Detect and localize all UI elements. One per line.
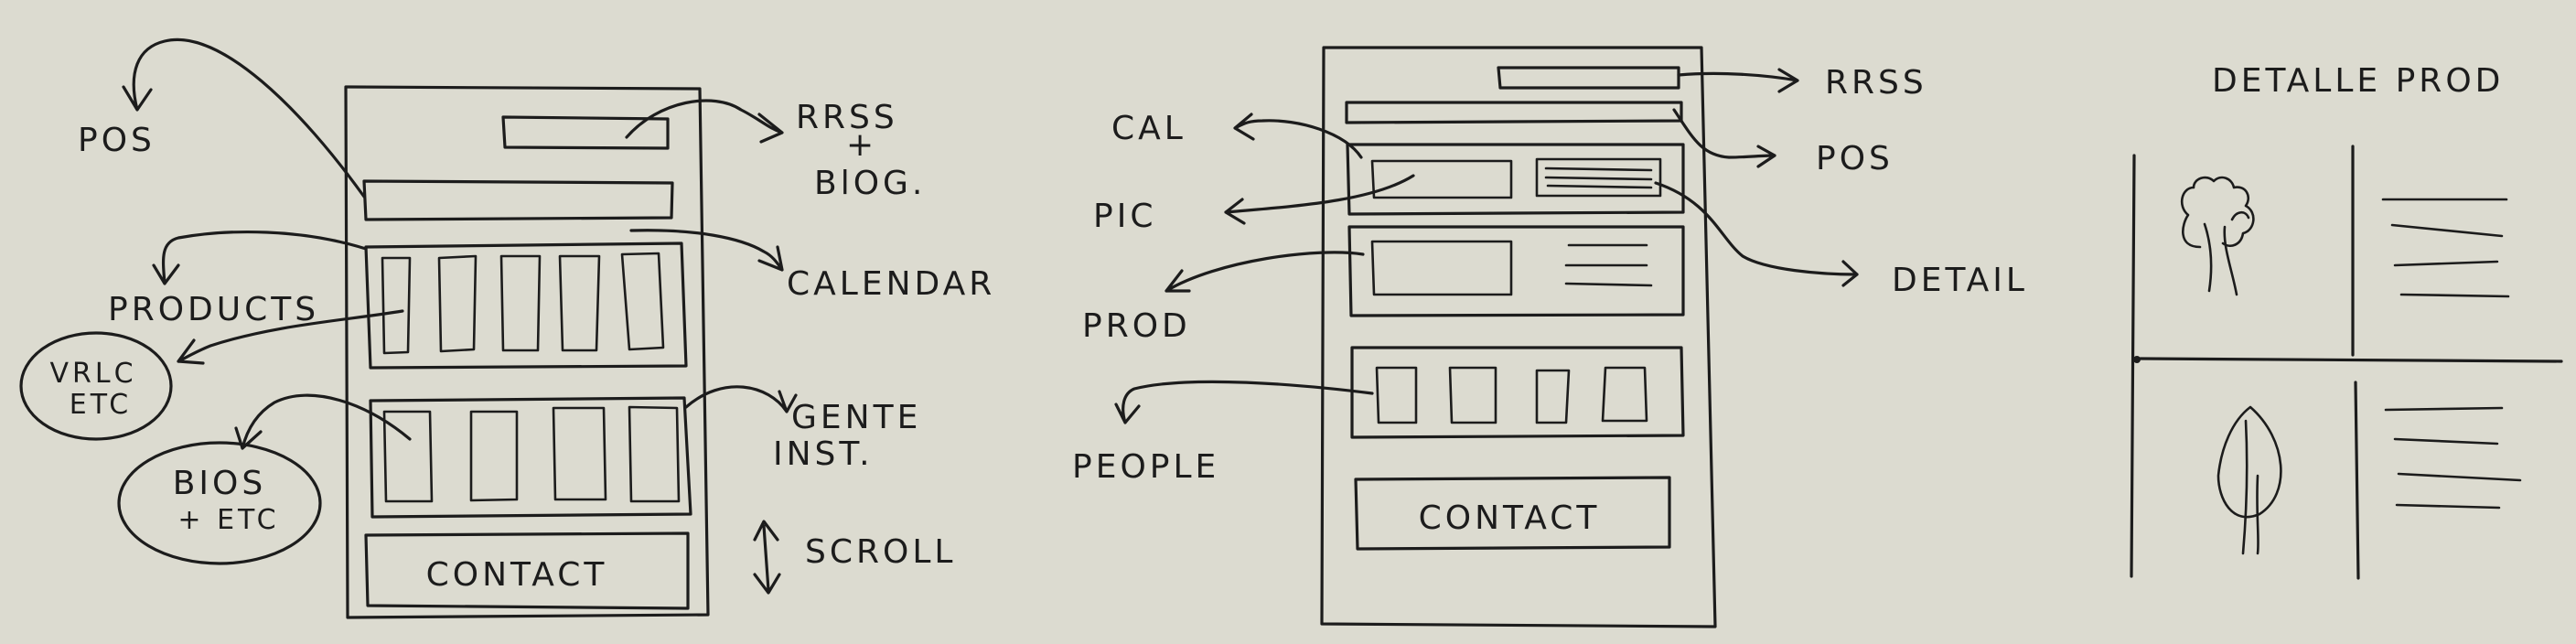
phone-frame-2 bbox=[1320, 46, 1717, 628]
label-contact-1: CONTACT bbox=[426, 556, 608, 594]
products-arrow bbox=[152, 230, 368, 285]
pos-arrow bbox=[122, 38, 366, 199]
prod-lines bbox=[1564, 243, 1653, 287]
people-section bbox=[1350, 346, 1685, 439]
detail-lines-bottom bbox=[2384, 406, 2522, 510]
label-calendar: CALENDAR bbox=[787, 265, 995, 303]
grid-dot bbox=[2133, 356, 2141, 363]
people-container bbox=[369, 396, 692, 519]
label-products: PRODUCTS bbox=[108, 291, 319, 328]
label-bios: BIOS bbox=[173, 465, 267, 502]
vrlc-arrow bbox=[177, 309, 404, 365]
label-prod: PROD bbox=[1082, 307, 1191, 345]
pos-arrow-2 bbox=[1672, 108, 1776, 168]
prod-arrow-2 bbox=[1165, 251, 1365, 293]
leaf-icon bbox=[2216, 405, 2282, 555]
prod-pic-box bbox=[1370, 240, 1513, 296]
contact-box-1 bbox=[364, 531, 690, 610]
pos-bar bbox=[362, 179, 674, 221]
prod-section bbox=[1347, 225, 1685, 317]
scroll-arrow bbox=[753, 520, 781, 595]
label-detalle-prod: DETALLE PROD bbox=[2212, 62, 2504, 100]
label-contact-2: CONTACT bbox=[1419, 499, 1601, 537]
rrss-arrow bbox=[625, 99, 784, 144]
label-pos: POS bbox=[78, 122, 156, 159]
gente-arrow bbox=[684, 385, 798, 413]
label-pic: PIC bbox=[1093, 198, 1156, 235]
cal-arrow-2 bbox=[1233, 113, 1363, 159]
label-pos-2: POS bbox=[1816, 140, 1894, 177]
label-people: PEOPLE bbox=[1072, 448, 1219, 486]
label-cal: CAL bbox=[1111, 110, 1186, 147]
detail-lines bbox=[1544, 166, 1653, 189]
bios-bubble bbox=[117, 441, 322, 565]
cal-section bbox=[1346, 143, 1685, 216]
sketch-1-mobile-wireframe: POS RRSS + BlOG. PRODUCTS CALENDAR VRLC … bbox=[19, 38, 995, 619]
grid-mid-line-bottom bbox=[2354, 381, 2360, 580]
cal-box bbox=[1370, 159, 1513, 199]
pos-bar-2 bbox=[1345, 101, 1683, 124]
label-gente: GENTE bbox=[791, 399, 921, 436]
products-container bbox=[364, 242, 688, 370]
grid-left-line bbox=[2130, 154, 2136, 578]
pic-arrow-2 bbox=[1224, 174, 1415, 225]
label-scroll: SCROLL bbox=[805, 533, 956, 571]
people-cards-2 bbox=[1375, 366, 1648, 424]
label-vrlc: VRLC bbox=[49, 358, 136, 390]
calendar-arrow bbox=[629, 229, 784, 272]
label-plus: + bbox=[846, 126, 877, 164]
rrss-bar bbox=[501, 115, 670, 150]
label-bios-etc: + ETC bbox=[177, 504, 279, 536]
label-rrss-2: RRSS bbox=[1825, 64, 1927, 102]
sketch-2-mobile-wireframe: CAL RRSS POS PIC PROD DETAIL PEOPLE CONT… bbox=[1072, 46, 2028, 628]
detail-arrow-2 bbox=[1654, 181, 1859, 287]
rrss-arrow-2 bbox=[1677, 68, 1799, 93]
tree-icon bbox=[2180, 176, 2255, 296]
phone-frame-1 bbox=[344, 85, 710, 619]
rrss-bar-2 bbox=[1497, 66, 1680, 90]
vrlc-bubble bbox=[19, 331, 173, 441]
detail-box bbox=[1535, 157, 1662, 198]
label-rrss: RRSS bbox=[796, 99, 898, 136]
contact-box-2 bbox=[1354, 476, 1671, 551]
label-inst: INST. bbox=[773, 435, 874, 473]
people-cards bbox=[382, 405, 681, 503]
sketch-3-product-detail: DETALLE PROD bbox=[2130, 62, 2563, 580]
label-blog: BlOG. bbox=[814, 165, 926, 202]
detail-lines-top bbox=[2381, 198, 2510, 298]
people-arrow-2 bbox=[1114, 380, 1374, 424]
label-vrlc-etc: ETC bbox=[70, 389, 132, 421]
label-detail: DETAIL bbox=[1892, 262, 2028, 299]
grid-horizontal-line bbox=[2139, 357, 2563, 363]
product-cards bbox=[381, 252, 665, 355]
